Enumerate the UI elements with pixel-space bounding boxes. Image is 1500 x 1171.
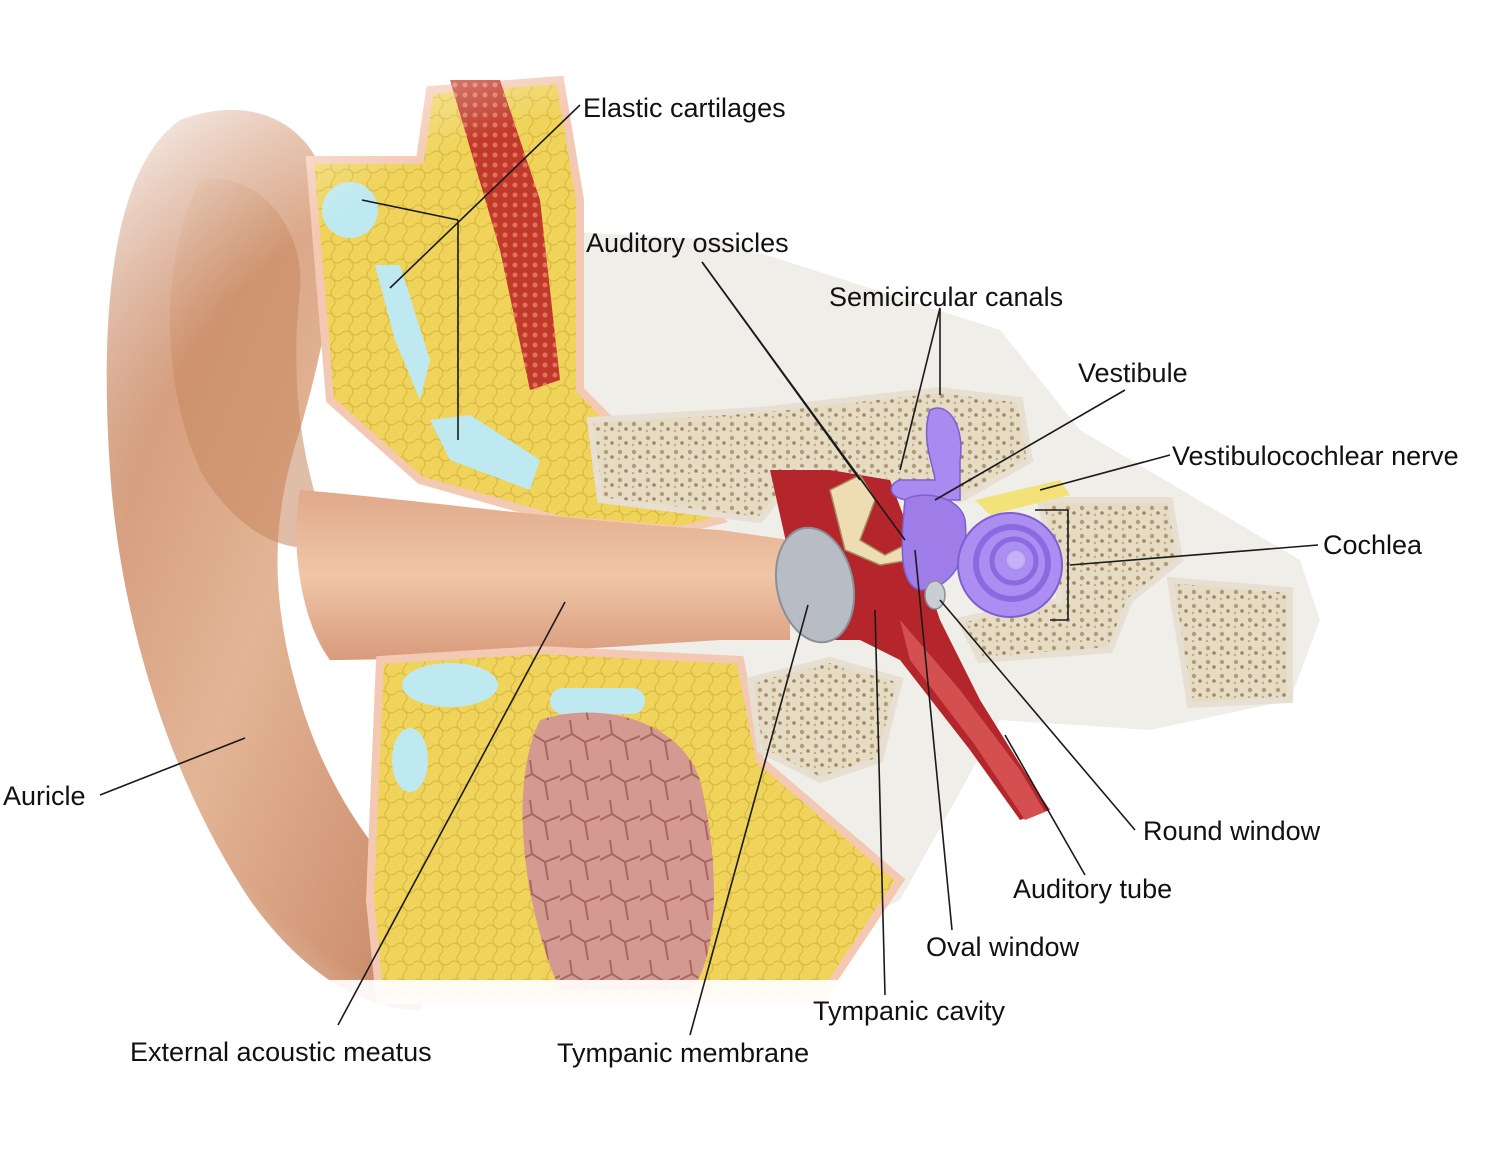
label-tympanic-cavity: Tympanic cavity xyxy=(813,996,1006,1026)
leader-tympanic-cavity xyxy=(874,609,886,996)
labels: Elastic cartilages Auditory ossicles Sem… xyxy=(3,93,1459,1068)
label-external-acoustic-meatus: External acoustic meatus xyxy=(130,1037,432,1067)
label-auditory-ossicles: Auditory ossicles xyxy=(586,228,789,258)
leader-semicircular-canals-2 xyxy=(899,307,941,471)
leader-tympanic-membrane xyxy=(689,604,809,1036)
leader-cochlea xyxy=(1069,544,1319,566)
leader-cochlea-bracket xyxy=(1035,509,1069,621)
label-round-window: Round window xyxy=(1143,816,1321,846)
leader-oval-window xyxy=(914,549,953,931)
label-auricle: Auricle xyxy=(3,781,86,811)
bottom-fade xyxy=(300,980,1200,1171)
label-cochlea: Cochlea xyxy=(1323,530,1423,560)
leader-lines xyxy=(99,104,1319,1036)
leader-external-acoustic-meatus xyxy=(337,601,566,1026)
leader-elastic-cartilages-2 xyxy=(361,199,459,221)
label-auditory-tube: Auditory tube xyxy=(1013,874,1172,904)
label-oval-window: Oval window xyxy=(926,932,1080,962)
label-elastic-cartilages: Elastic cartilages xyxy=(583,93,786,123)
leader-round-window xyxy=(939,599,1136,831)
label-vestibule: Vestibule xyxy=(1078,358,1188,388)
label-tympanic-membrane: Tympanic membrane xyxy=(557,1038,809,1068)
leader-auditory-ossicles-2 xyxy=(701,261,906,541)
leader-auricle xyxy=(99,737,246,796)
leader-elastic-cartilages-1 xyxy=(389,104,581,289)
label-vestibulocochlear-nerve: Vestibulocochlear nerve xyxy=(1172,441,1459,471)
leader-vestibulocochlear-nerve xyxy=(1039,454,1171,491)
leader-vestibule xyxy=(934,389,1126,501)
label-semicircular-canals: Semicircular canals xyxy=(829,282,1063,312)
leader-auditory-tube xyxy=(1004,734,1086,876)
